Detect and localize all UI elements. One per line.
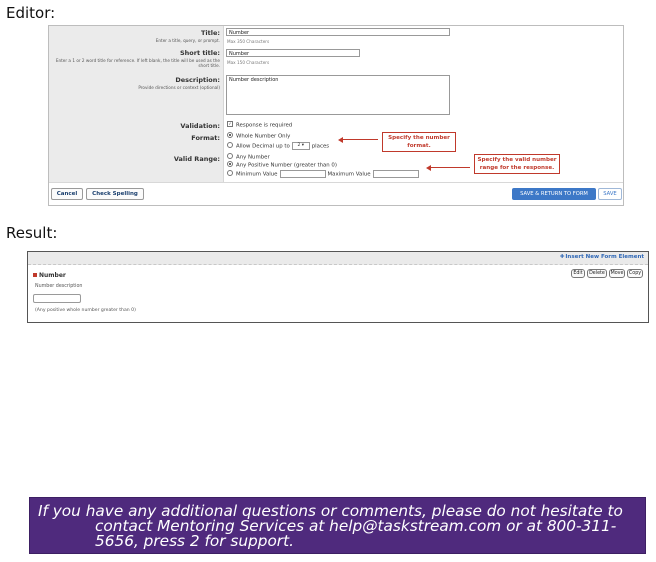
positive-number-label: Any Positive Number (greater than 0) [236, 162, 337, 169]
decimal-places-select[interactable]: 2 ▾ [291, 142, 310, 150]
title-row: Title: Enter a title, query, or prompt. … [49, 26, 623, 47]
plus-icon: ✚ [559, 254, 565, 260]
result-field-description: Number description [35, 284, 83, 289]
title-hint: Enter a title, query, or prompt. [155, 38, 220, 43]
description-hint: Provide directions or context (optional) [138, 85, 220, 90]
short-title-label: Short title: [179, 49, 220, 57]
valid-range-row: Valid Range: Any Number Any Positive Num… [49, 153, 623, 183]
format-arrow-icon [338, 136, 378, 144]
title-char-limit: Max 350 Characters [227, 39, 270, 44]
whole-number-radio[interactable] [227, 132, 233, 138]
editor-panel: Title: Enter a title, query, or prompt. … [48, 25, 624, 206]
description-textarea[interactable]: Number description [226, 75, 450, 115]
decimal-label-suffix: places [311, 143, 330, 150]
min-value-input[interactable] [279, 170, 326, 178]
max-value-label: Maximum Value [327, 171, 371, 178]
required-marker-icon [33, 272, 37, 277]
short-title-hint: Enter a 1 or 2 word title for reference.… [55, 58, 220, 69]
required-checkbox[interactable]: ✓ [227, 121, 233, 127]
min-value-label: Minimum Value [236, 171, 278, 178]
short-title-row: Short title: Enter a 1 or 2 word title f… [49, 46, 623, 74]
edit-button[interactable]: Edit [571, 269, 585, 278]
insert-form-element-link[interactable]: ✚Insert New Form Element [560, 254, 644, 260]
copy-button[interactable]: Copy [627, 269, 643, 278]
format-label: Format: [191, 134, 220, 142]
required-option-label: Response is required [236, 122, 293, 129]
validation-row: Validation: ✓Response is required [49, 120, 623, 133]
valid-range-label: Valid Range: [173, 155, 220, 163]
result-range-note: (Any positive whole number greater than … [35, 308, 136, 313]
any-number-radio[interactable] [227, 153, 233, 159]
check-spelling-button[interactable]: Check Spelling [86, 188, 144, 200]
delete-button[interactable]: Delete [587, 269, 607, 278]
any-number-label: Any Number [236, 154, 270, 161]
format-row: Format: Whole Number Only Allow Decimal … [49, 132, 623, 154]
editor-section-label: Editor: [6, 4, 56, 22]
move-button[interactable]: Move [609, 269, 625, 278]
range-arrow-icon [426, 164, 470, 172]
save-and-return-button[interactable]: SAVE & RETURN TO FORM [512, 188, 596, 200]
cancel-button[interactable]: Cancel [51, 188, 83, 200]
range-callout: Specify the valid number range for the r… [474, 154, 560, 174]
support-banner-text: If you have any additional questions or … [38, 502, 623, 550]
description-label: Description: [175, 76, 220, 84]
insert-link-label: Insert New Form Element [565, 254, 644, 260]
min-max-radio[interactable] [227, 170, 233, 176]
short-title-input[interactable]: Number [226, 49, 360, 57]
result-section-label: Result: [6, 224, 58, 242]
decimal-radio[interactable] [227, 142, 233, 148]
positive-number-radio[interactable] [227, 161, 233, 167]
title-label: Title: [200, 29, 220, 37]
max-value-input[interactable] [372, 170, 419, 178]
support-banner: If you have any additional questions or … [29, 497, 646, 554]
result-panel: ✚Insert New Form Element Edit Delete Mov… [27, 251, 649, 323]
result-field-title: Number [33, 272, 66, 279]
save-button[interactable]: SAVE [598, 188, 622, 200]
result-field-title-text: Number [39, 272, 66, 279]
format-callout: Specify the number format. [382, 132, 456, 152]
decimal-label-prefix: Allow Decimal up to [236, 143, 290, 150]
description-row: Description: Provide directions or conte… [49, 73, 623, 121]
result-toolbar: ✚Insert New Form Element [28, 252, 648, 265]
result-number-input[interactable] [33, 294, 81, 303]
short-title-char-limit: Max 150 Characters [227, 60, 270, 65]
validation-label: Validation: [180, 122, 220, 130]
decimal-places-value: 2 [297, 143, 301, 148]
title-input[interactable]: Number [226, 28, 450, 36]
whole-number-label: Whole Number Only [236, 133, 291, 140]
